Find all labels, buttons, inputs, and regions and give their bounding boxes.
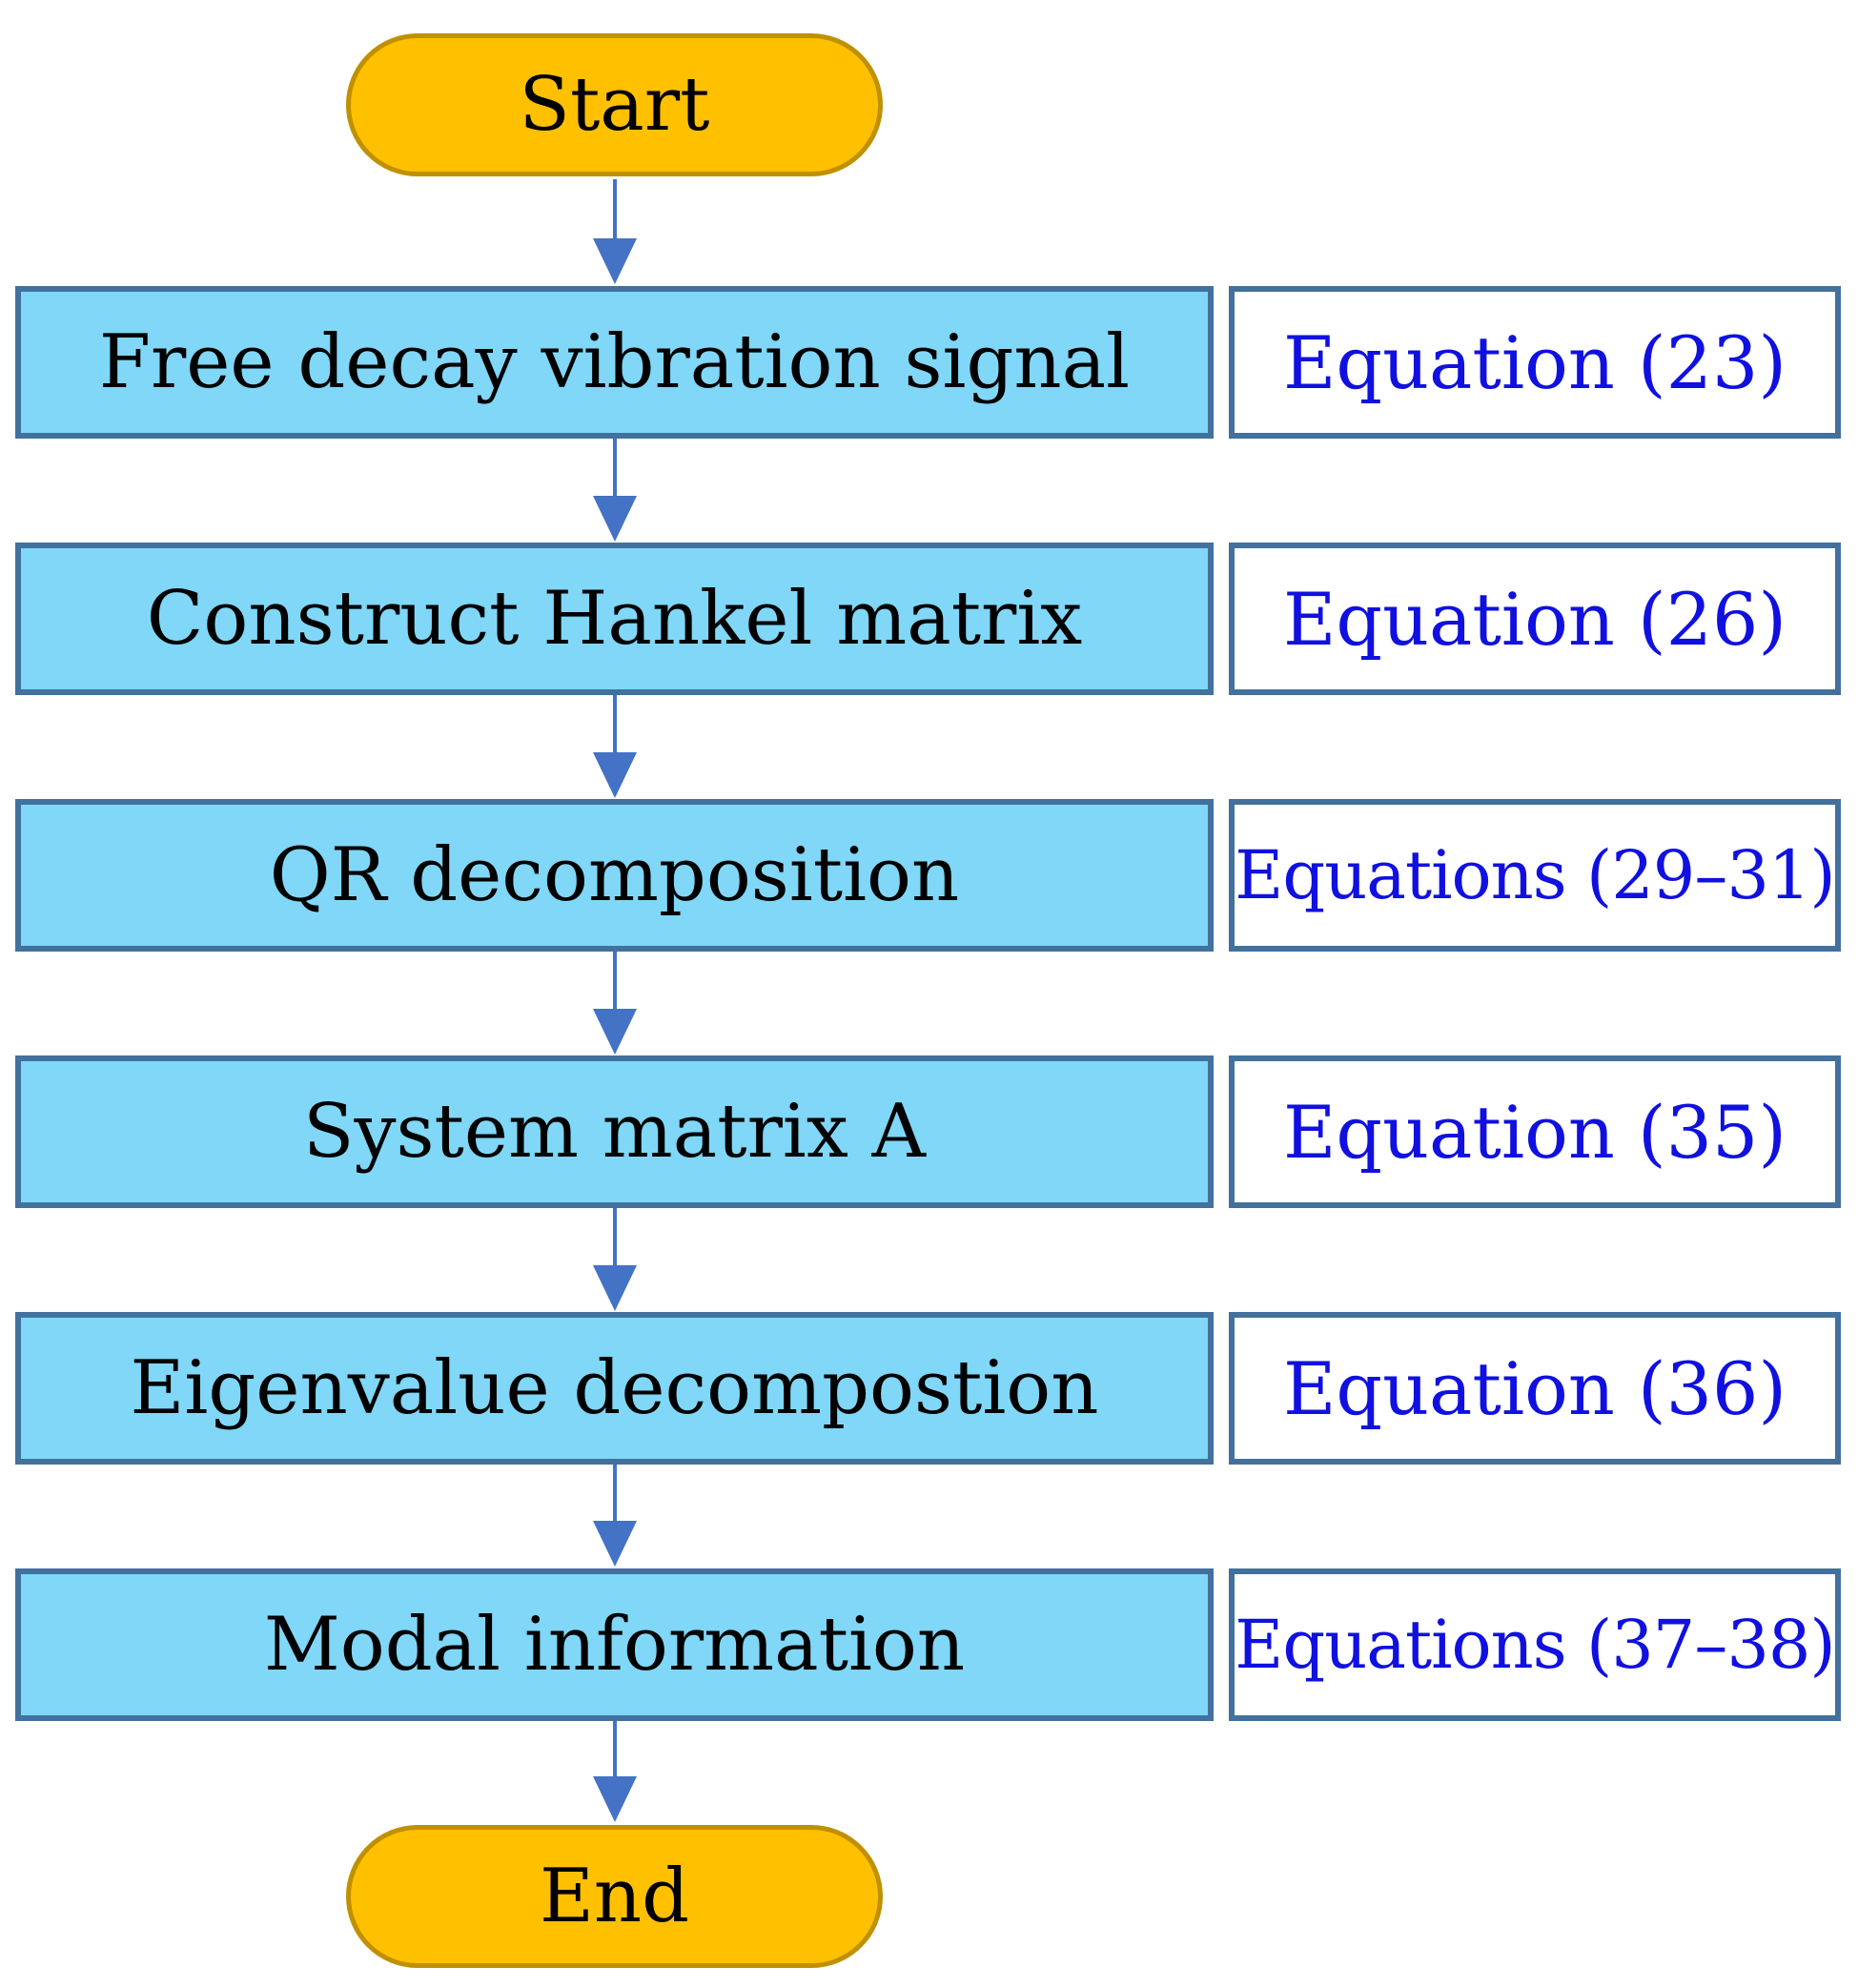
start-terminal: Start bbox=[346, 33, 883, 176]
equation-label: Equation (35) bbox=[1282, 1089, 1787, 1175]
step-qr-decomposition: QR decomposition bbox=[15, 799, 1214, 952]
equation-ref-step-6: Equations (37–38) bbox=[1229, 1568, 1841, 1721]
step-label: Free decay vibration signal bbox=[98, 319, 1131, 405]
step-construct-hankel-matrix: Construct Hankel matrix bbox=[15, 543, 1214, 695]
equation-label: Equations (29–31) bbox=[1235, 836, 1835, 914]
arrow-step-5-to-step-6 bbox=[593, 1465, 637, 1567]
equation-label: Equation (26) bbox=[1282, 576, 1787, 662]
arrow-step-4-to-step-5 bbox=[593, 1208, 637, 1311]
equation-ref-step-2: Equation (26) bbox=[1229, 543, 1841, 695]
step-label: Modal information bbox=[263, 1602, 966, 1688]
arrow-step-6-to-end bbox=[593, 1721, 637, 1822]
step-eigenvalue-decomposition: Eigenvalue decompostion bbox=[15, 1312, 1214, 1465]
step-modal-information: Modal information bbox=[15, 1568, 1214, 1721]
equation-label: Equation (23) bbox=[1282, 319, 1787, 405]
step-system-matrix: System matrix A bbox=[15, 1055, 1214, 1208]
equation-ref-step-1: Equation (23) bbox=[1229, 286, 1841, 439]
arrow-step-3-to-step-4 bbox=[593, 952, 637, 1055]
equation-ref-step-5: Equation (36) bbox=[1229, 1312, 1841, 1465]
arrow-step-2-to-step-3 bbox=[593, 695, 637, 798]
arrow-start-to-step-1 bbox=[593, 179, 637, 284]
step-free-decay-signal: Free decay vibration signal bbox=[15, 286, 1214, 439]
equation-ref-step-4: Equation (35) bbox=[1229, 1055, 1841, 1208]
end-label: End bbox=[539, 1854, 690, 1939]
step-label: Construct Hankel matrix bbox=[146, 576, 1083, 662]
step-label: QR decomposition bbox=[269, 832, 960, 918]
equation-ref-step-3: Equations (29–31) bbox=[1229, 799, 1841, 952]
end-terminal: End bbox=[346, 1825, 883, 1968]
arrow-step-1-to-step-2 bbox=[593, 439, 637, 542]
equation-label: Equations (37–38) bbox=[1235, 1606, 1835, 1684]
equation-label: Equation (36) bbox=[1282, 1345, 1787, 1431]
start-label: Start bbox=[519, 62, 710, 148]
step-label: Eigenvalue decompostion bbox=[130, 1345, 1099, 1431]
step-label: System matrix A bbox=[303, 1089, 926, 1175]
